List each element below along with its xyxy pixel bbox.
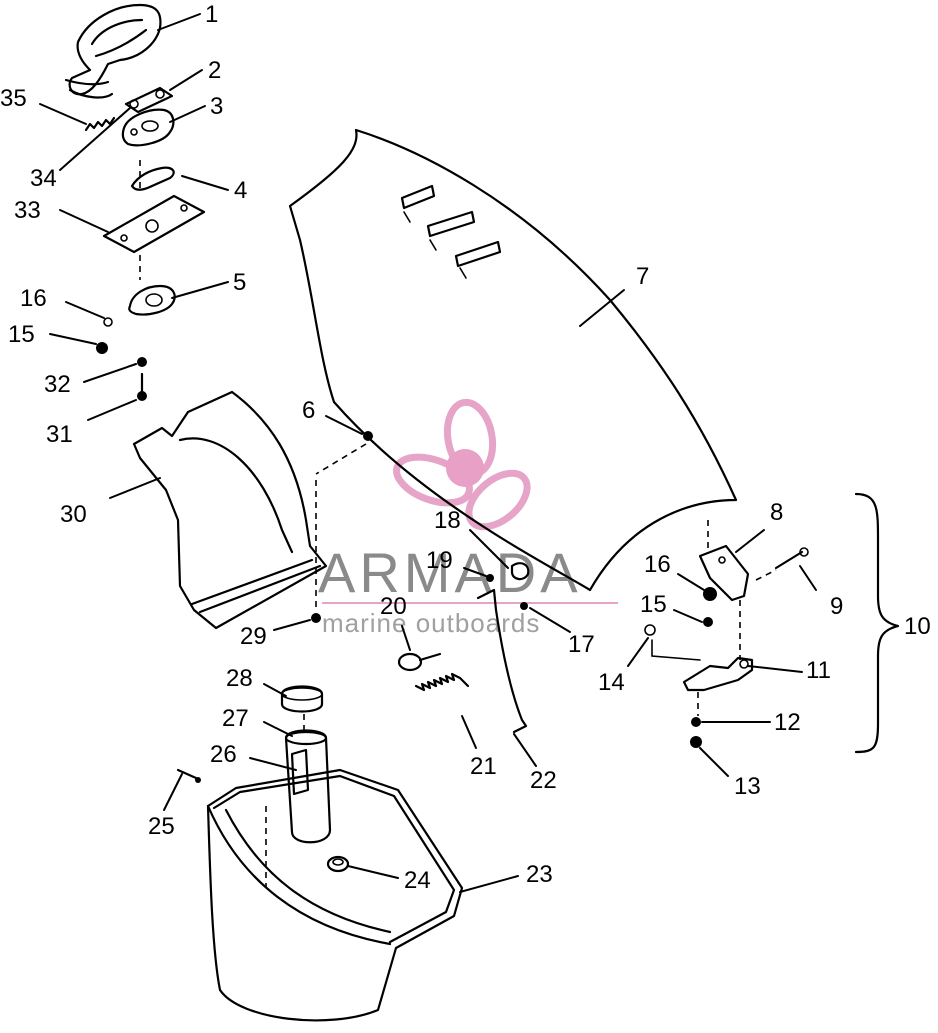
part-24-fitting bbox=[326, 855, 350, 873]
part-3-cam bbox=[121, 108, 175, 147]
leader-lines bbox=[39, 13, 817, 893]
part-15-screw-right bbox=[703, 617, 713, 627]
part-6-screw bbox=[363, 431, 373, 441]
callout-22: 22 bbox=[530, 767, 557, 794]
callout-12: 12 bbox=[774, 709, 801, 736]
callout-16b: 16 bbox=[644, 551, 671, 578]
callout-27: 27 bbox=[222, 705, 249, 732]
part-7-cowl-cover bbox=[288, 128, 738, 592]
callout-5: 5 bbox=[233, 269, 246, 296]
watermark-tagline: marine outboards bbox=[322, 608, 540, 638]
part-15-nut bbox=[96, 342, 108, 354]
callout-25: 25 bbox=[148, 813, 175, 840]
part-19-nut bbox=[486, 574, 494, 582]
part-31-bolt bbox=[137, 372, 147, 401]
part-13-nut bbox=[690, 736, 702, 748]
part-21-spring bbox=[414, 672, 470, 692]
part-32-washer bbox=[137, 357, 147, 367]
callout-9: 9 bbox=[830, 593, 843, 620]
group-10-bracket bbox=[854, 492, 900, 754]
callout-8: 8 bbox=[770, 499, 783, 526]
part-4-clip bbox=[130, 166, 175, 191]
part-33-bracket-plate bbox=[102, 194, 206, 254]
part-16-washer bbox=[103, 317, 113, 327]
part-26-clamp bbox=[290, 748, 310, 796]
part-11-latch bbox=[682, 656, 754, 692]
part-12-washer bbox=[691, 717, 701, 727]
callout-32: 32 bbox=[44, 371, 71, 398]
callout-19: 19 bbox=[426, 547, 453, 574]
callout-10: 10 bbox=[904, 613, 931, 640]
callout-labels: 1 2 3 35 34 4 33 5 16 15 32 31 6 7 30 29… bbox=[0, 1, 931, 894]
part-16-nut-right bbox=[703, 587, 717, 601]
part-1-handle bbox=[64, 3, 162, 99]
callout-17: 17 bbox=[568, 631, 595, 658]
callout-15a: 15 bbox=[8, 321, 35, 348]
callout-35: 35 bbox=[0, 85, 27, 112]
part-8-hinge bbox=[698, 544, 750, 602]
callout-23: 23 bbox=[526, 861, 553, 888]
armada-watermark: ARMADA marine outboards bbox=[318, 398, 618, 638]
callout-1: 1 bbox=[205, 1, 218, 28]
part-27-filler-tube bbox=[284, 729, 332, 844]
callout-34: 34 bbox=[30, 165, 57, 192]
part-35-spring bbox=[84, 116, 116, 132]
callout-28: 28 bbox=[226, 665, 253, 692]
callout-33: 33 bbox=[14, 197, 41, 224]
part-2-plate bbox=[124, 86, 174, 114]
callout-15b: 15 bbox=[640, 591, 667, 618]
part-30-side-panel bbox=[132, 390, 328, 630]
callout-14: 14 bbox=[598, 669, 625, 696]
callout-29: 29 bbox=[240, 623, 267, 650]
callout-13: 13 bbox=[734, 773, 761, 800]
callout-20: 20 bbox=[380, 593, 407, 620]
watermark-brand: ARMADA bbox=[318, 541, 582, 604]
callout-4: 4 bbox=[234, 177, 247, 204]
callout-30: 30 bbox=[60, 501, 87, 528]
part-20-rod-end bbox=[397, 652, 442, 672]
callout-7: 7 bbox=[636, 263, 649, 290]
callout-31: 31 bbox=[46, 421, 73, 448]
callout-2: 2 bbox=[208, 57, 221, 84]
part-23-tank-tray bbox=[206, 768, 464, 1022]
part-17-washer bbox=[520, 602, 528, 610]
callout-18: 18 bbox=[434, 507, 461, 534]
part-14-ring bbox=[644, 624, 656, 636]
part-18-clip bbox=[510, 562, 530, 581]
part-25-screw bbox=[176, 768, 201, 783]
callout-26: 26 bbox=[210, 741, 237, 768]
callout-24: 24 bbox=[404, 867, 431, 894]
part-5-flange bbox=[128, 284, 176, 316]
propeller-logo-icon bbox=[393, 398, 531, 531]
part-22-linkage-rod bbox=[476, 588, 528, 734]
callout-11: 11 bbox=[806, 657, 831, 684]
part-9-pin bbox=[774, 547, 809, 570]
callout-6: 6 bbox=[302, 397, 315, 424]
callout-21: 21 bbox=[470, 753, 497, 780]
callout-16a: 16 bbox=[20, 285, 47, 312]
callout-3: 3 bbox=[210, 93, 223, 120]
part-29-screw bbox=[311, 613, 321, 623]
part-28-cap bbox=[280, 685, 324, 713]
